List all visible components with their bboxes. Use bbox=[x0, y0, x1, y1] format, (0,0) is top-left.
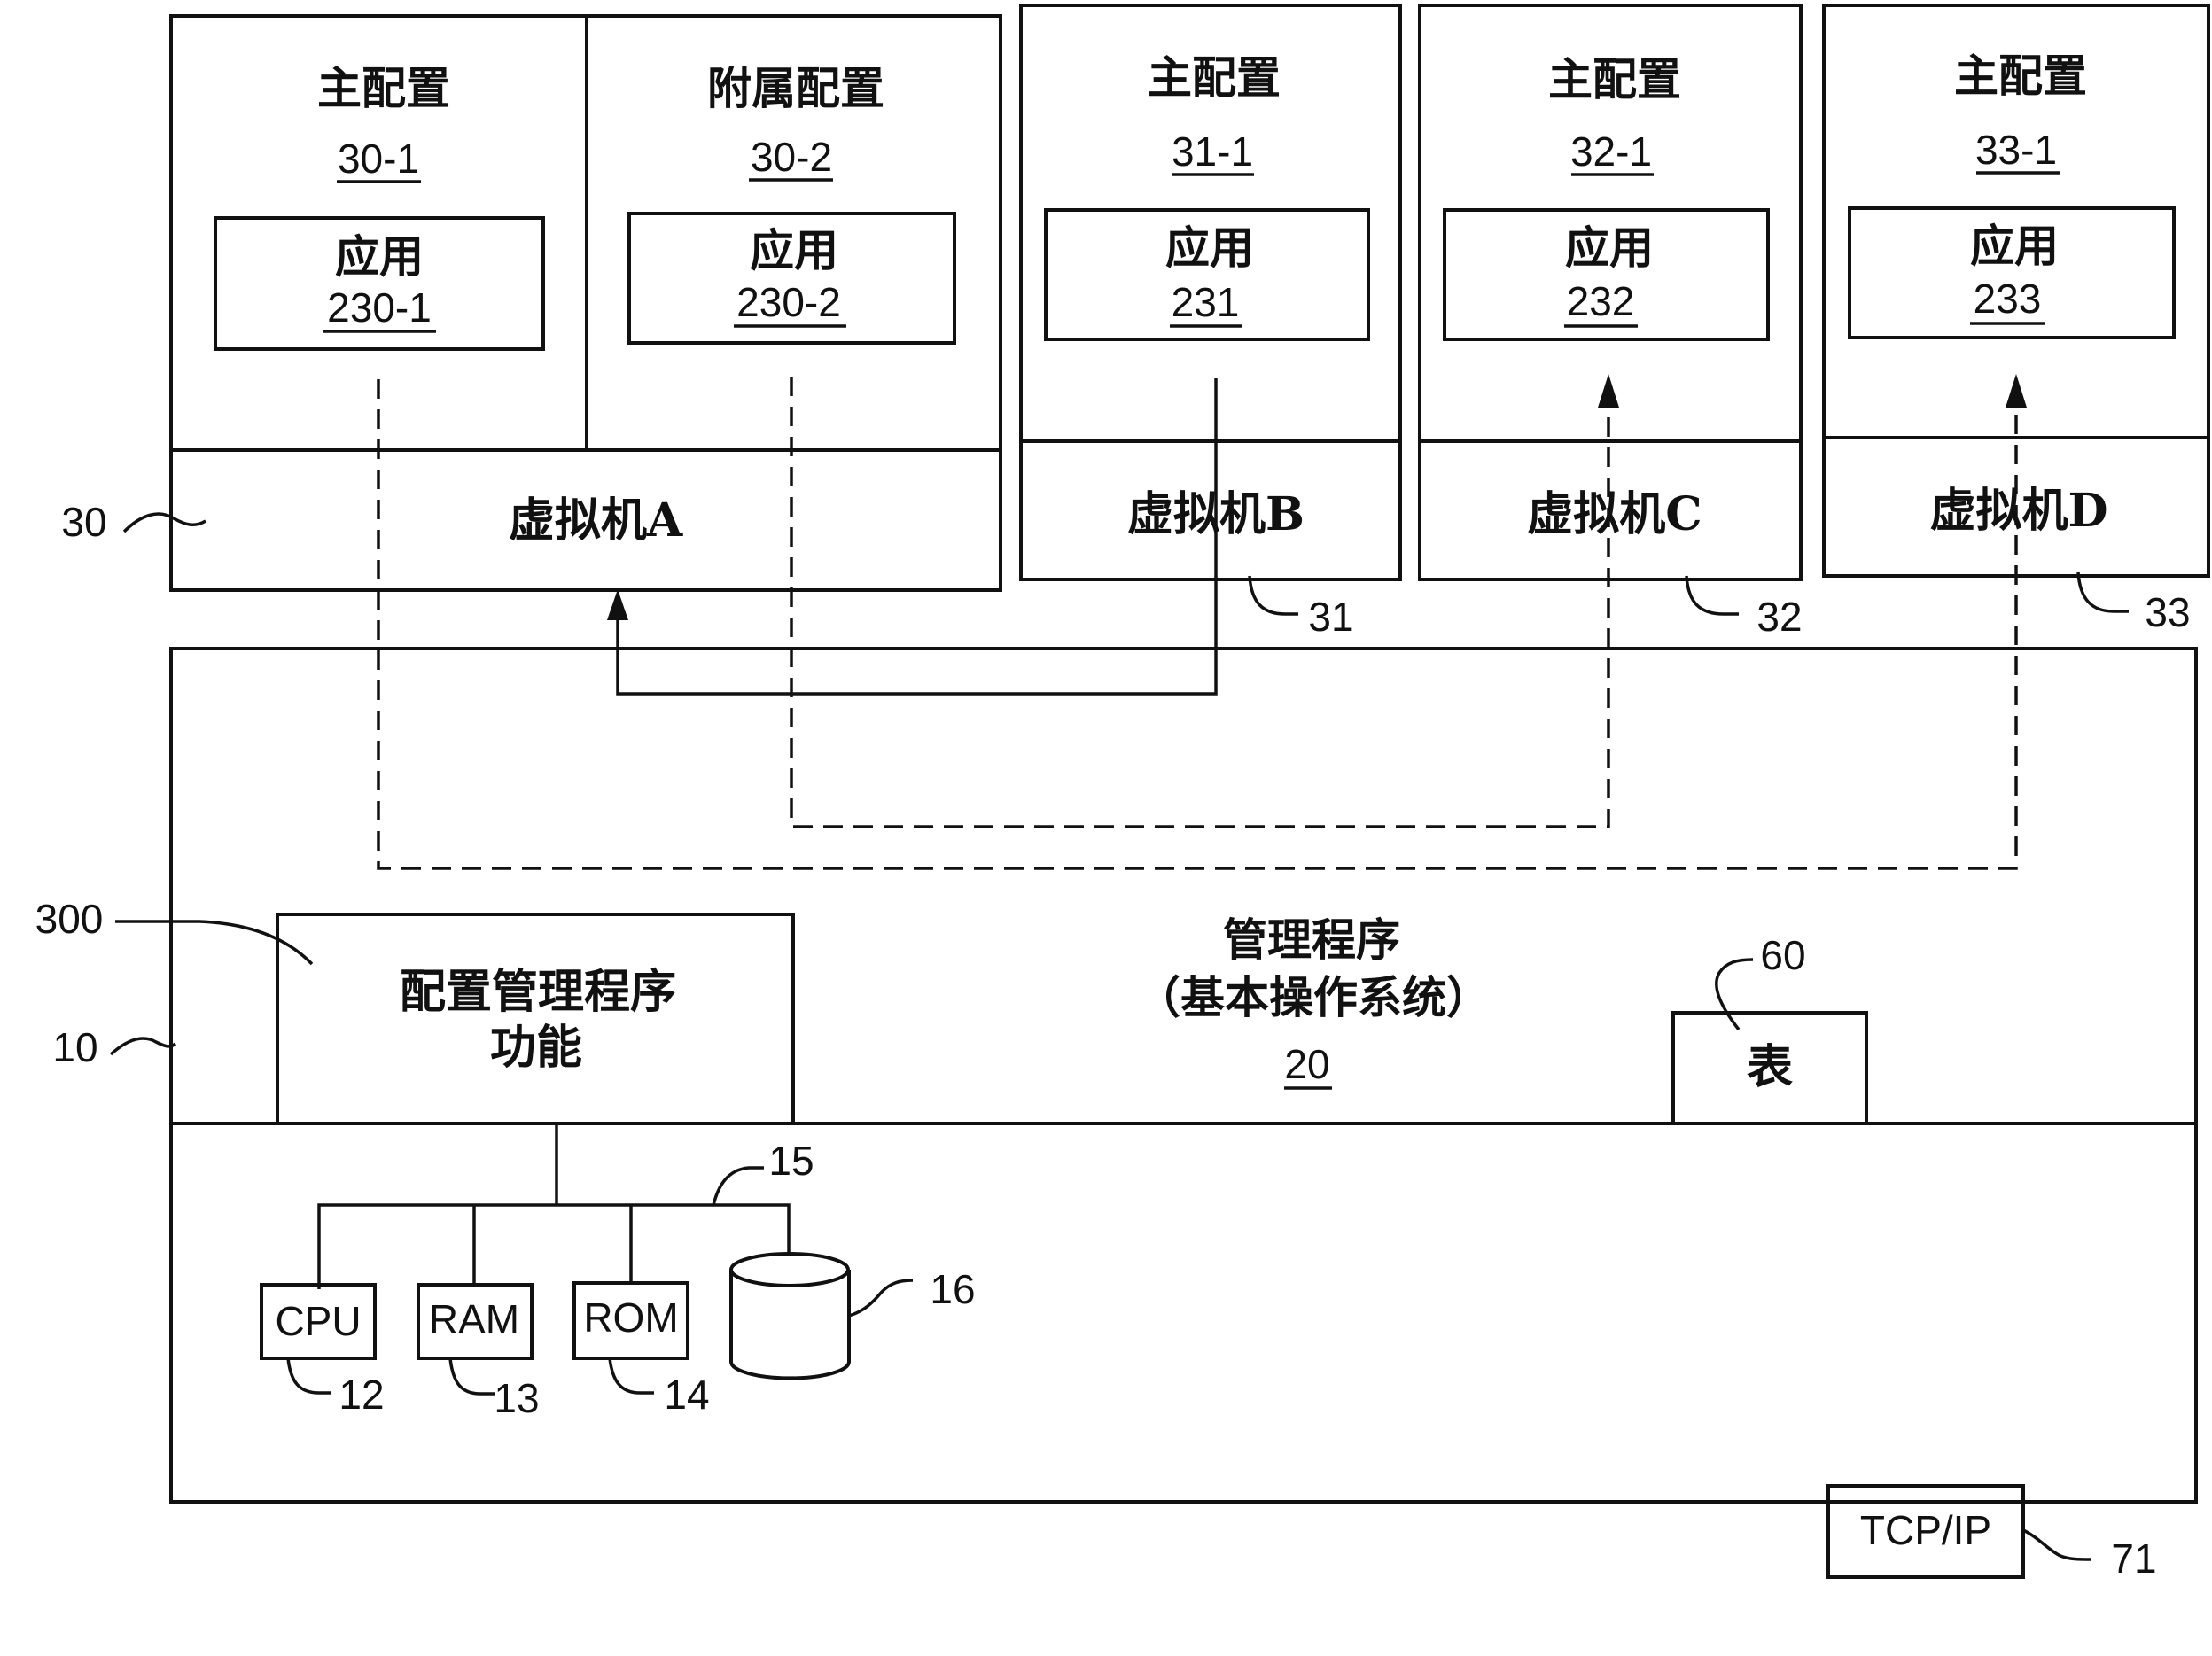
cpu-label: CPU bbox=[275, 1298, 361, 1344]
table-label: 表 bbox=[1747, 1040, 1793, 1094]
app-box bbox=[1848, 206, 2176, 339]
config-manager-label: 配置管理程序 bbox=[400, 965, 676, 1019]
migration-arrow-dashed bbox=[377, 379, 2018, 870]
vm-label: 虚拟机D bbox=[1929, 484, 2107, 538]
app-label: 应用 bbox=[335, 230, 424, 283]
app-box bbox=[627, 212, 956, 345]
partition-id: 30-1 bbox=[338, 136, 419, 182]
config-manager-label: 功能 bbox=[490, 1021, 582, 1075]
host-frame bbox=[169, 647, 2198, 1504]
leader-line bbox=[1248, 575, 1298, 616]
primary-config-title: 主配置 bbox=[1148, 51, 1281, 104]
disk-icon bbox=[729, 1252, 851, 1380]
app-id: 230-2 bbox=[736, 279, 841, 325]
app-label: 应用 bbox=[750, 224, 838, 276]
leader-line bbox=[1685, 575, 1739, 616]
ref-label: 16 bbox=[930, 1266, 975, 1312]
ref-label: 30 bbox=[61, 499, 106, 545]
ref-label: 13 bbox=[494, 1375, 539, 1421]
vm-label: 虚拟机C bbox=[1527, 487, 1702, 541]
ref-label: 33 bbox=[2145, 589, 2190, 635]
primary-config-title: 主配置 bbox=[1548, 53, 1681, 105]
vm-a: 主配置 30-1 应用 230-1 附属配置 30-2 应用 230-2 虚拟机… bbox=[61, 14, 1002, 592]
hypervisor-id: 20 bbox=[1284, 1041, 1329, 1087]
vm-d: 主配置 33-1 应用 233 虚拟机D 33 bbox=[1822, 4, 2210, 635]
ref-label: 15 bbox=[768, 1138, 814, 1184]
primary-config-title: 主配置 bbox=[317, 62, 450, 114]
arrowhead bbox=[1598, 374, 1619, 408]
partition-id: 32-1 bbox=[1570, 128, 1652, 175]
leader-line bbox=[448, 1357, 495, 1396]
partition-id: 31-1 bbox=[1172, 128, 1253, 175]
leader-line bbox=[286, 1357, 331, 1395]
partition-id: 30-2 bbox=[751, 134, 832, 180]
rom-box bbox=[572, 1281, 689, 1360]
secondary-config-title: 附属配置 bbox=[707, 62, 884, 114]
leader-line bbox=[848, 1279, 914, 1318]
ref-label: 71 bbox=[2111, 1535, 2156, 1582]
app-id: 233 bbox=[1974, 276, 2042, 322]
vm-b-frame bbox=[1019, 4, 1402, 581]
leader-line bbox=[109, 1037, 177, 1056]
migration-arrow-solid bbox=[616, 378, 1218, 696]
arrowhead bbox=[607, 589, 628, 620]
ref-label: 300 bbox=[35, 896, 104, 942]
ref-label: 12 bbox=[339, 1372, 384, 1418]
ram-label: RAM bbox=[429, 1296, 519, 1342]
vm-label: 虚拟机A bbox=[509, 494, 683, 548]
host-machine: 10 配置管理程序 功能 300 管理程序 （基本操作系统） 20 表 60 1… bbox=[35, 647, 2198, 1582]
leader-line bbox=[608, 1357, 654, 1395]
hypervisor-subtitle: （基本操作系统） bbox=[1136, 971, 1491, 1023]
app-box bbox=[214, 216, 545, 351]
ref-label: 31 bbox=[1308, 594, 1353, 640]
migration-arrow-dashed bbox=[790, 377, 1610, 828]
app-id: 230-1 bbox=[327, 284, 432, 330]
leader-line bbox=[1715, 958, 1754, 1031]
app-id: 232 bbox=[1567, 278, 1635, 324]
rom-label: ROM bbox=[583, 1294, 678, 1341]
leader-line bbox=[115, 920, 314, 966]
hypervisor-label: 管理程序 bbox=[1223, 914, 1400, 966]
leader-line bbox=[2076, 571, 2129, 613]
arrowhead bbox=[2006, 374, 2027, 408]
config-manager-box bbox=[276, 913, 795, 1125]
leader-line bbox=[2022, 1528, 2092, 1561]
app-id: 231 bbox=[1172, 279, 1240, 325]
ref-label: 10 bbox=[52, 1024, 97, 1070]
vm-c: 主配置 32-1 应用 232 虚拟机C 32 bbox=[1418, 4, 1803, 640]
primary-config-title: 主配置 bbox=[1954, 50, 2087, 102]
leader-line bbox=[712, 1166, 764, 1206]
app-label: 应用 bbox=[1165, 222, 1254, 274]
cpu-box bbox=[260, 1283, 377, 1360]
app-box bbox=[1443, 208, 1770, 341]
app-box bbox=[1044, 208, 1370, 341]
ref-label: 14 bbox=[664, 1372, 709, 1418]
app-label: 应用 bbox=[1565, 222, 1654, 274]
ref-label: 60 bbox=[1760, 932, 1805, 978]
vm-c-frame bbox=[1418, 4, 1803, 581]
ram-box bbox=[417, 1283, 534, 1360]
bus-line bbox=[317, 1203, 791, 1289]
table-box bbox=[1671, 1011, 1868, 1125]
vm-b: 主配置 31-1 应用 231 虚拟机B 31 bbox=[1019, 4, 1402, 640]
tcpip-label: TCP/IP bbox=[1860, 1507, 1991, 1553]
partition-id: 33-1 bbox=[1975, 127, 2057, 173]
app-label: 应用 bbox=[1970, 220, 2059, 272]
ref-label: 32 bbox=[1756, 594, 1802, 640]
leader-line bbox=[122, 512, 206, 533]
